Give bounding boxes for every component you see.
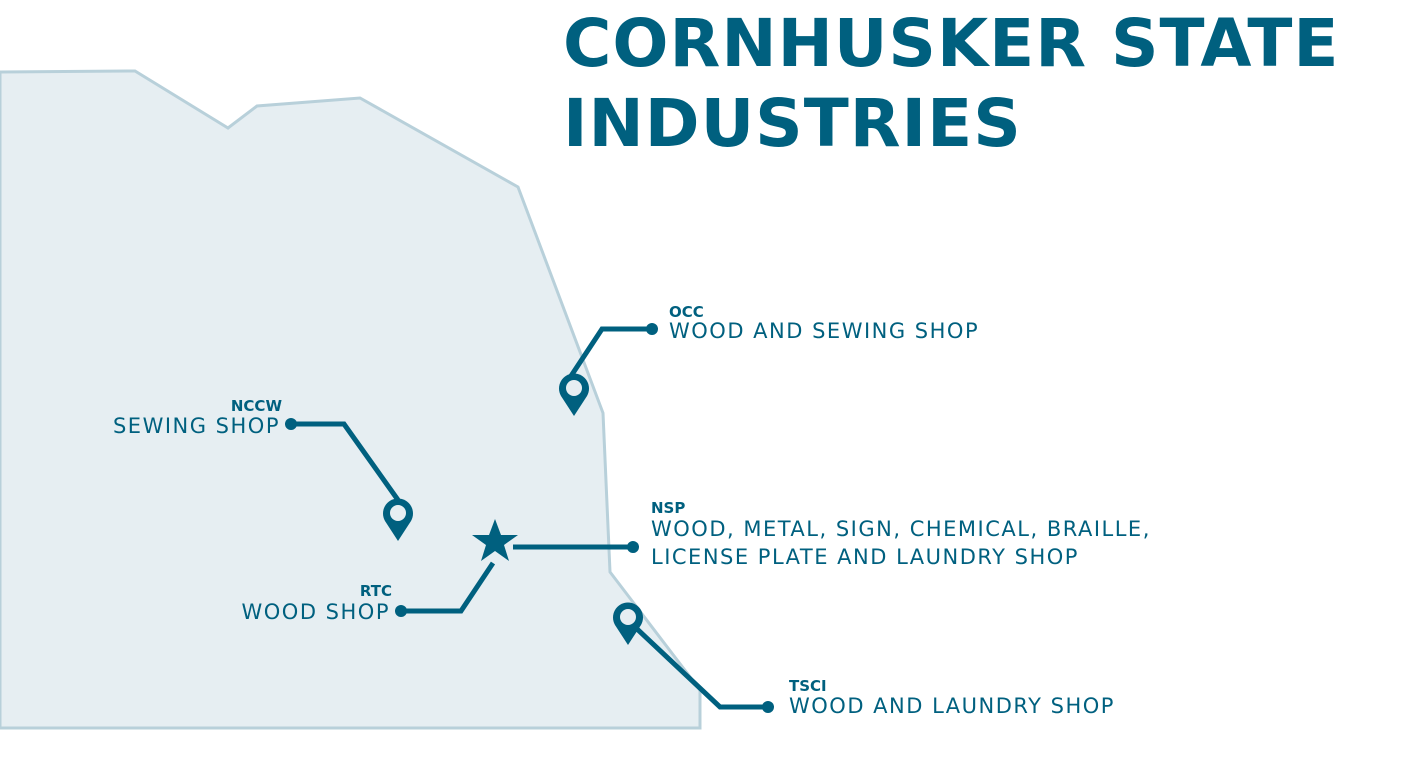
rtc-shops: WOOD SHOP — [241, 600, 390, 624]
title-line-1: CORNHUSKER STATE — [563, 5, 1340, 82]
nccw-code: NCCW — [230, 397, 282, 415]
nccw-dot — [285, 418, 297, 430]
tsci-shops: WOOD AND LAUNDRY SHOP — [789, 694, 1115, 718]
page-title: CORNHUSKER STATE INDUSTRIES — [563, 4, 1339, 164]
occ-dot — [646, 323, 658, 335]
occ-code: OCC — [669, 303, 704, 321]
occ-shops: WOOD AND SEWING SHOP — [669, 319, 980, 343]
nsp-dot — [627, 541, 639, 553]
occ-pin-icon[interactable] — [559, 373, 589, 416]
tsci-leader-line — [634, 626, 768, 710]
nccw-leader-line — [291, 421, 401, 502]
rtc-code: RTC — [359, 582, 392, 600]
occ-leader-line — [568, 326, 652, 378]
nsp-star-icon[interactable] — [472, 519, 518, 561]
nebraska-outline — [0, 69, 702, 730]
tsci-dot — [762, 701, 774, 713]
tsci-code: TSCI — [789, 677, 827, 695]
title-line-2: INDUSTRIES — [563, 85, 1022, 162]
nccw-shops: SEWING SHOP — [112, 414, 280, 438]
nsp-shops-line-1: WOOD, METAL, SIGN, CHEMICAL, BRAILLE, — [651, 517, 1151, 541]
rtc-leader-line — [401, 561, 496, 614]
tsci-pin-icon[interactable] — [613, 602, 643, 645]
nsp-code: NSP — [651, 499, 686, 517]
nccw-pin-icon[interactable] — [383, 498, 413, 541]
nsp-shops-line-2: LICENSE PLATE AND LAUNDRY SHOP — [651, 545, 1079, 569]
rtc-dot — [395, 605, 407, 617]
